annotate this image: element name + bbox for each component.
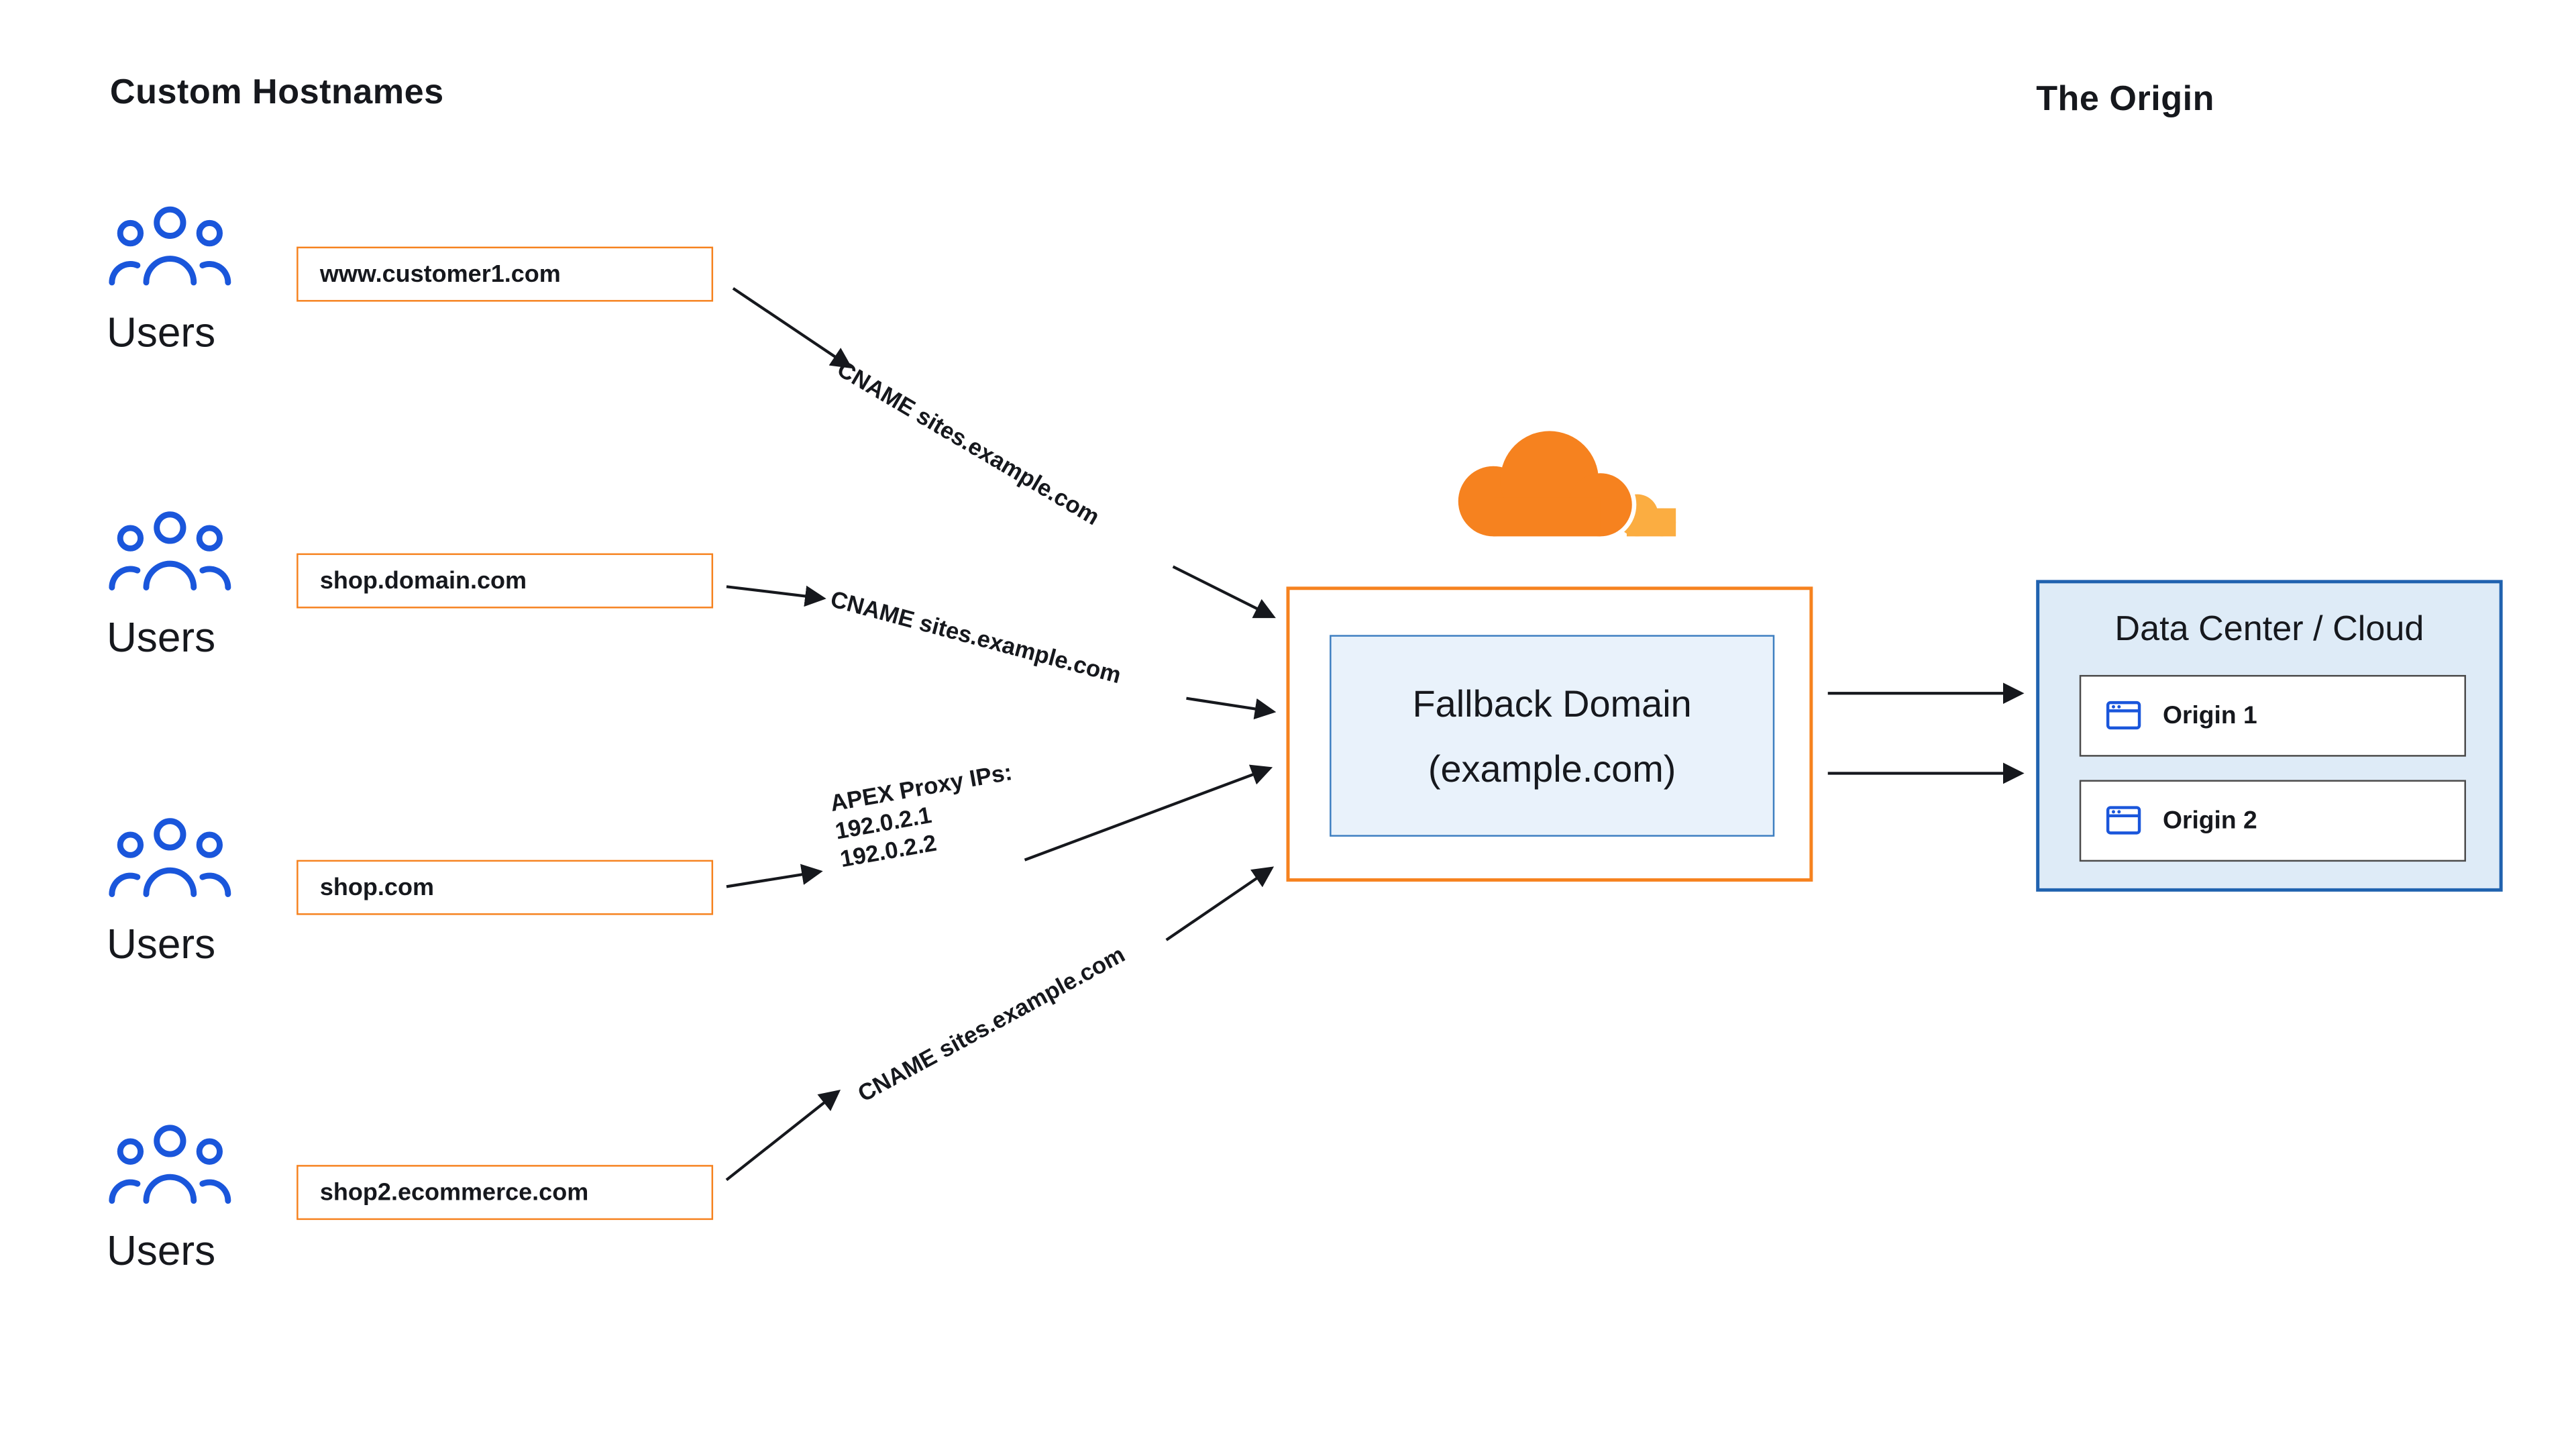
right-section-title: The Origin	[2036, 80, 2214, 119]
origin-2-box: Origin 2	[2079, 780, 2467, 862]
cloudflare-logo	[1454, 426, 1676, 541]
arrow-line	[1186, 696, 1277, 720]
arrow-line	[726, 585, 826, 607]
data-center-panel: Data Center / Cloud Origin 1 Origin 2	[2036, 580, 2503, 892]
connection-label-apex: APEX Proxy IPs: 192.0.2.1 192.0.2.2	[828, 758, 1024, 874]
arrow-line	[725, 1089, 841, 1182]
user-group-4: Users	[107, 1122, 233, 1276]
fallback-domain-line1: Fallback Domain	[1412, 682, 1692, 725]
users-label: Users	[106, 309, 216, 356]
users-group-icon	[107, 203, 233, 288]
users-group-icon	[107, 509, 233, 593]
arrow-line	[732, 287, 853, 369]
arrow-line	[1172, 565, 1276, 619]
connection-label-cname-2: CNAME sites.example.com	[828, 584, 1124, 688]
arrow-line	[1165, 866, 1275, 941]
connection-label-cname-3: CNAME sites.example.com	[853, 940, 1129, 1107]
users-group-icon	[107, 1122, 233, 1206]
left-section-title: Custom Hostnames	[109, 73, 444, 112]
origin-2-label: Origin 2	[2162, 807, 2257, 835]
arrow-line	[1024, 764, 1273, 862]
browser-window-icon	[2106, 805, 2141, 837]
browser-window-icon	[2106, 700, 2141, 731]
user-group-1: Users	[107, 203, 233, 358]
users-label: Users	[106, 921, 216, 968]
fallback-domain-line2: (example.com)	[1428, 747, 1676, 790]
user-group-3: Users	[107, 815, 233, 970]
fallback-domain-box: Fallback Domain (example.com)	[1330, 635, 1775, 837]
users-label: Users	[106, 1227, 216, 1275]
hostname-box-shop2-ecommerce: shop2.ecommerce.com	[297, 1165, 714, 1221]
hostname-box-customer1: www.customer1.com	[297, 246, 714, 302]
users-label: Users	[106, 614, 216, 662]
user-group-2: Users	[107, 509, 233, 663]
hostname-box-shop: shop.com	[297, 860, 714, 915]
hostname-box-shop-domain: shop.domain.com	[297, 553, 714, 609]
arrow-line	[726, 864, 823, 888]
cloudflare-logo-main-cloud	[1458, 431, 1632, 537]
data-center-title: Data Center / Cloud	[2114, 610, 2424, 649]
users-group-icon	[107, 815, 233, 900]
origin-1-label: Origin 1	[2162, 701, 2257, 730]
origin-1-box: Origin 1	[2079, 674, 2467, 757]
connection-label-cname-1: CNAME sites.example.com	[833, 355, 1105, 530]
fallback-domain-outer-box: Fallback Domain (example.com)	[1286, 586, 1813, 882]
